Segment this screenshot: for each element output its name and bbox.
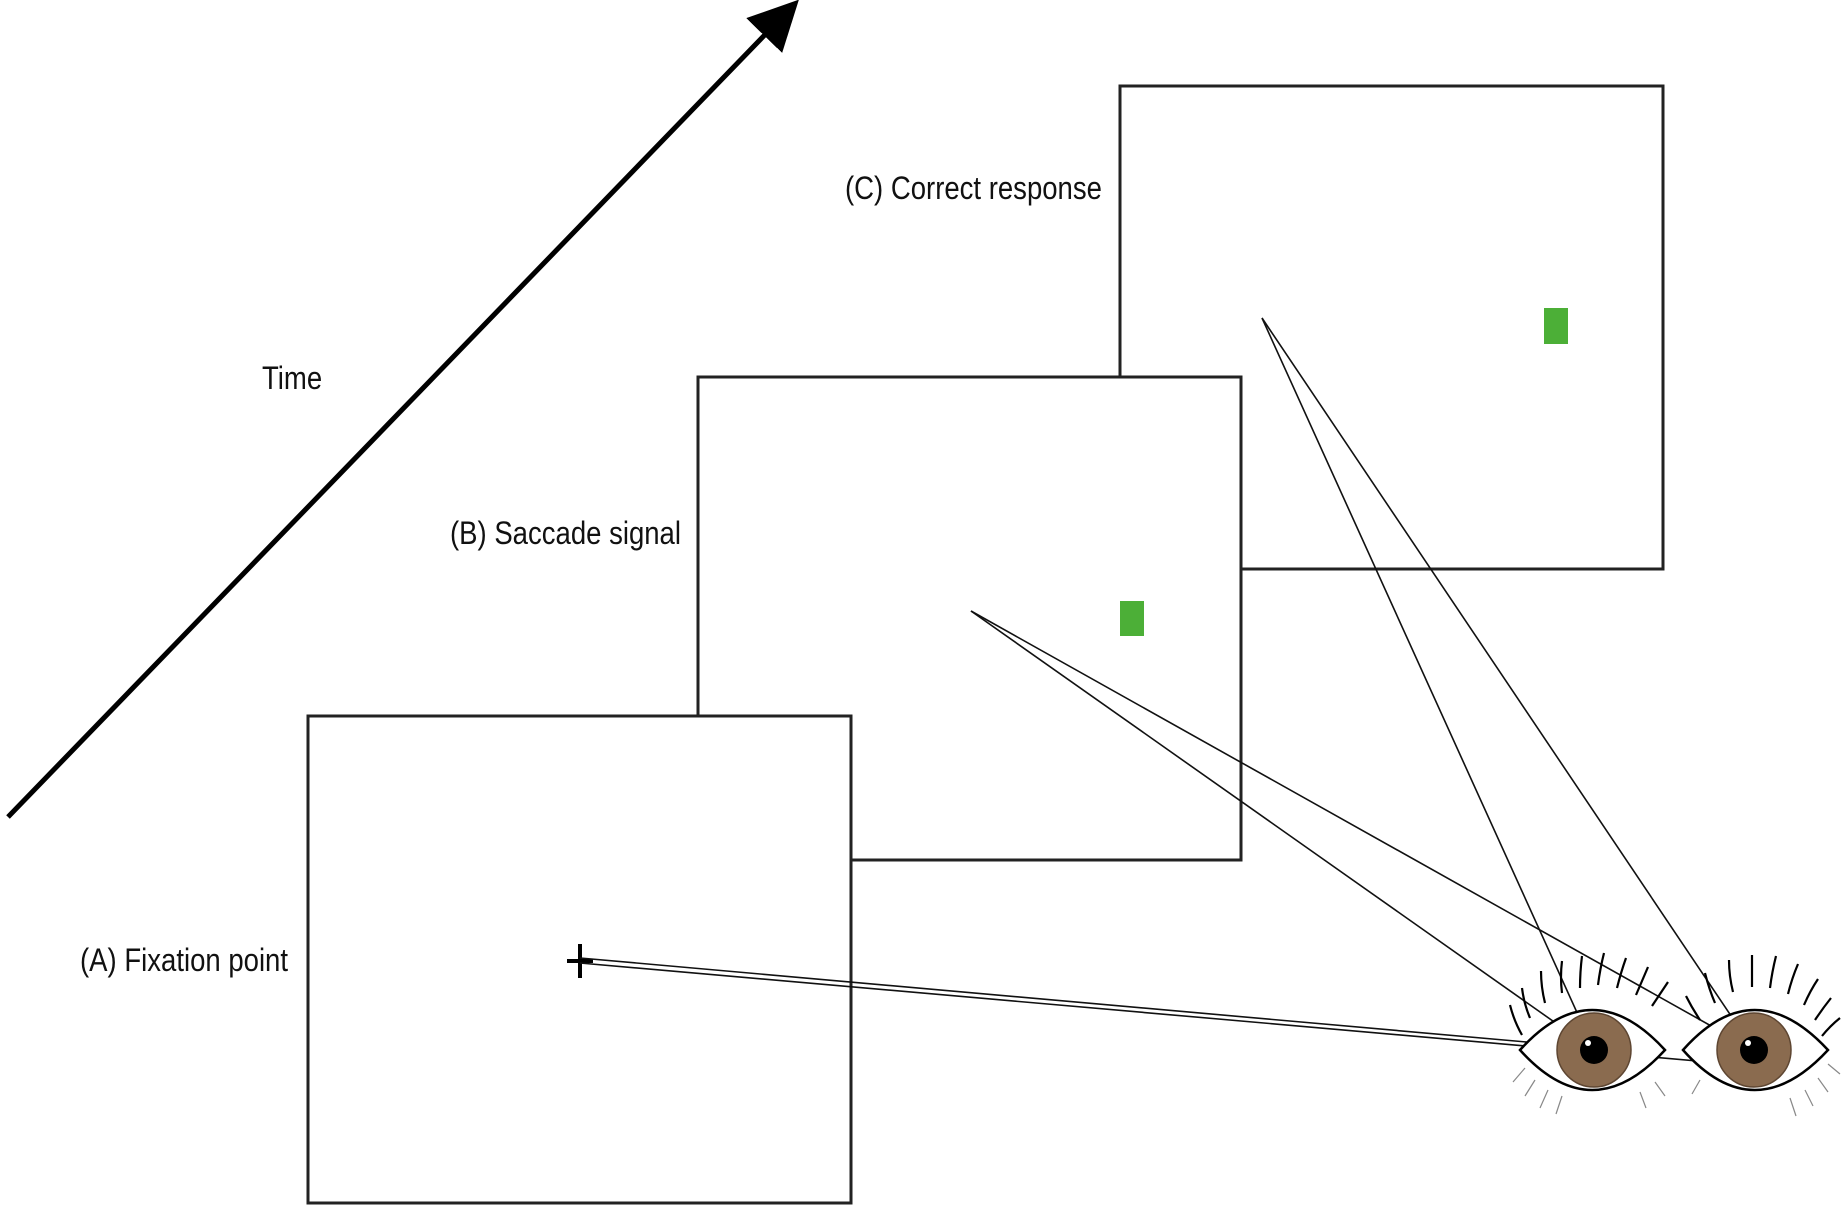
left-eye-pupil [1580,1036,1608,1064]
screen-b-target-square [1120,601,1144,636]
gaze-line-b-left [970,610,1595,1051]
screen-b-label: (B) Saccade signal [450,515,681,551]
gaze-line-c-right [1261,317,1755,1051]
gaze-line-a-left [579,957,1595,1049]
gaze-line-c-left [1261,317,1595,1051]
fixation-cross [567,944,593,978]
left-eye-icon [1508,952,1669,1115]
time-arrow [6,0,799,819]
screen-c-target-square [1544,308,1568,344]
gaze-lines [579,317,1755,1067]
gaze-line-b-right [970,610,1755,1051]
right-eye-pupil [1740,1036,1768,1064]
screen-a-label: (A) Fixation point [80,942,289,978]
right-eye-lower-lashes [1691,1063,1841,1117]
time-label: Time [262,360,323,396]
left-eye-lower-lashes [1512,1067,1666,1115]
right-eye-icon [1681,955,1841,1117]
left-eye-upper-lashes [1508,952,1669,1036]
screen-c-label: (C) Correct response [845,170,1102,206]
screen-a [306,714,853,1205]
right-eye-upper-lashes [1685,955,1841,1037]
